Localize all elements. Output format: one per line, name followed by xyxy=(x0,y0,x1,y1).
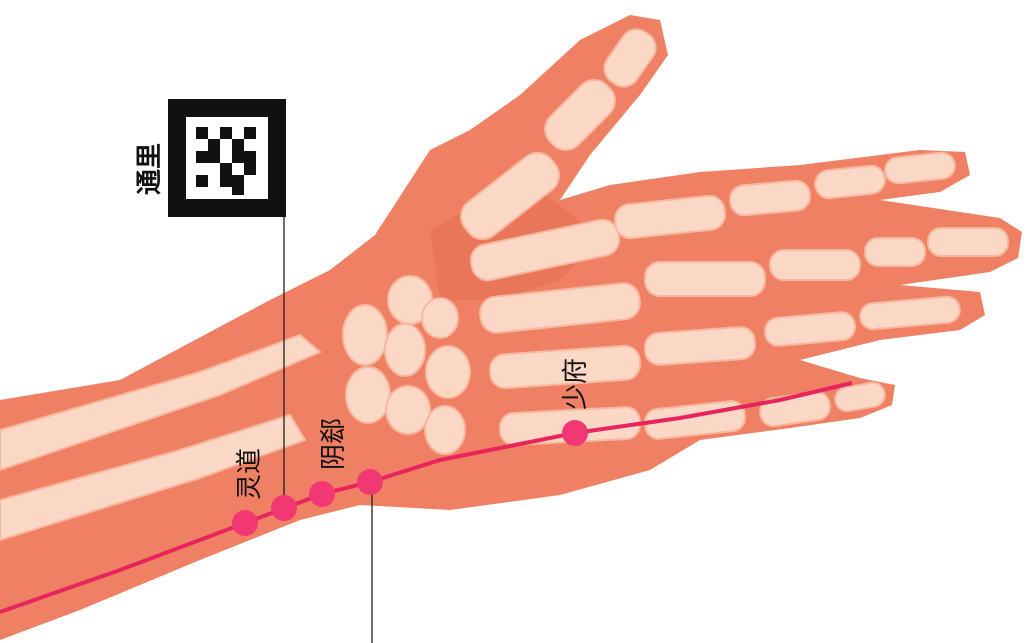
shaofu-label: 少府 xyxy=(561,358,591,410)
fiducial-marker xyxy=(168,99,286,217)
carpal-bone xyxy=(385,324,425,376)
yinxi-label: 阴郄 xyxy=(319,418,349,470)
ring-phalanx xyxy=(644,326,756,366)
yinxi-point xyxy=(309,481,335,507)
middle-middle xyxy=(770,250,860,280)
carpal-bone xyxy=(426,346,470,398)
carpal-bone xyxy=(425,406,465,454)
lingdao-label: 灵道 xyxy=(235,448,265,500)
middle-phalanx xyxy=(645,262,765,296)
carpal-bone xyxy=(386,386,430,434)
tongli-point xyxy=(271,495,297,521)
middle-tip xyxy=(928,228,1008,256)
carpal-bone xyxy=(343,305,387,365)
shaofu-point xyxy=(562,420,588,446)
middle-distal xyxy=(865,238,925,266)
carpal-bone xyxy=(422,298,458,338)
tongli-label: 通里 xyxy=(135,143,165,195)
index-middle xyxy=(729,180,811,217)
shenmen-point xyxy=(357,469,383,495)
lingdao-point xyxy=(232,510,258,536)
carpal-bone xyxy=(346,367,390,423)
